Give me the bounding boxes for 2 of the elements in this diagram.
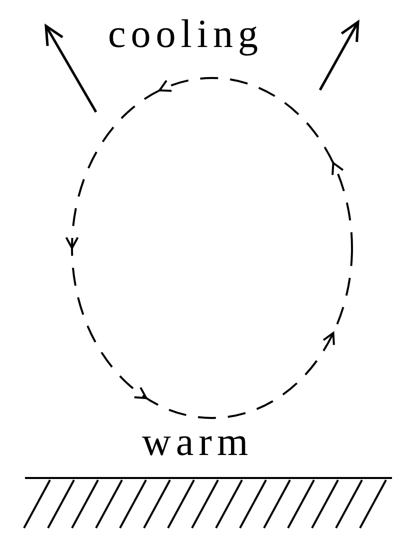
region-label: cooling bbox=[108, 14, 263, 54]
region-label: warm bbox=[142, 422, 254, 462]
